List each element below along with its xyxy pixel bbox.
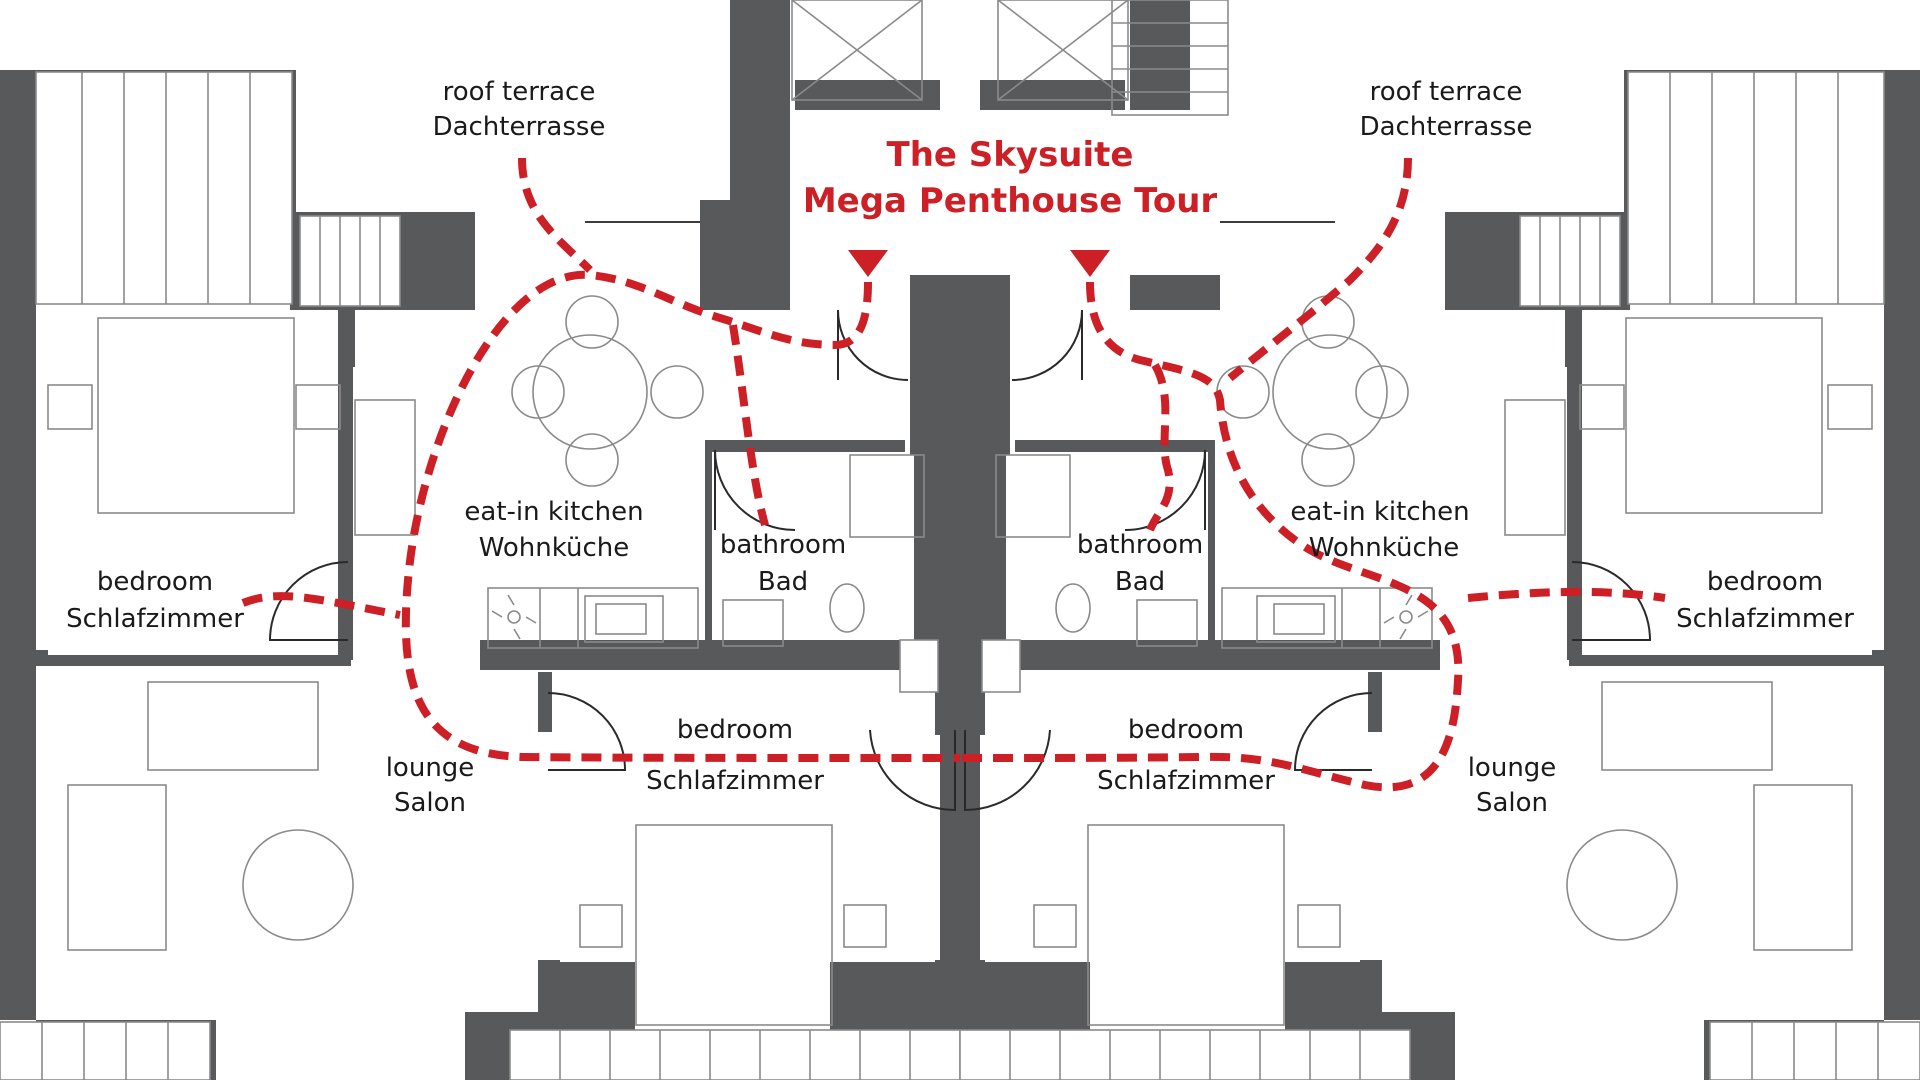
down-triangle-icon [848, 250, 888, 277]
down-triangle-icon [1070, 250, 1110, 277]
kitchen-left-de: Wohnküche [479, 533, 630, 563]
sink-icon [584, 595, 664, 643]
toilet-icon [829, 583, 865, 633]
bedroom-left-inner-en: bedroom [677, 715, 793, 745]
roof-terrace-left-en: roof terrace [443, 77, 596, 107]
kitchen-left-en: eat-in kitchen [464, 497, 643, 527]
lounge-right-en: lounge [1468, 753, 1557, 783]
bed-icon [97, 317, 295, 514]
lounge-left-en: lounge [386, 753, 475, 783]
lounge-right-de: Salon [1476, 788, 1548, 818]
roof-terrace-right-de: Dachterrasse [1360, 112, 1533, 142]
bedroom-left-outer-de: Schlafzimmer [66, 604, 244, 634]
kitchen-right-de: Wohnküche [1309, 533, 1460, 563]
bathroom-right-en: bathroom [1077, 530, 1203, 560]
bathroom-right-de: Bad [1115, 567, 1165, 597]
fixtures-left [0, 0, 961, 1080]
bedroom-right-outer-de: Schlafzimmer [1676, 604, 1854, 634]
dining-table-icon [511, 295, 704, 487]
bedroom-right-inner-en: bedroom [1128, 715, 1244, 745]
title-line-2: Mega Penthouse Tour [803, 181, 1218, 221]
bedroom-right-inner-de: Schlafzimmer [1097, 766, 1275, 796]
fan-icon [491, 594, 537, 640]
bedroom-right-outer-en: bedroom [1707, 567, 1823, 597]
roof-terrace-right-en: roof terrace [1370, 77, 1523, 107]
bedroom-left-outer-en: bedroom [97, 567, 213, 597]
roof-terrace-left-de: Dachterrasse [433, 112, 606, 142]
kitchen-right-en: eat-in kitchen [1290, 497, 1469, 527]
lounge-left-de: Salon [394, 788, 466, 818]
bathroom-left-de: Bad [758, 567, 808, 597]
bedroom-left-inner-de: Schlafzimmer [646, 766, 824, 796]
stairs-icon [1111, 0, 1229, 116]
bathroom-left-en: bathroom [720, 530, 846, 560]
round-table-icon [242, 829, 354, 941]
tour-route [241, 157, 1666, 792]
title-line-1: The Skysuite [887, 135, 1134, 175]
